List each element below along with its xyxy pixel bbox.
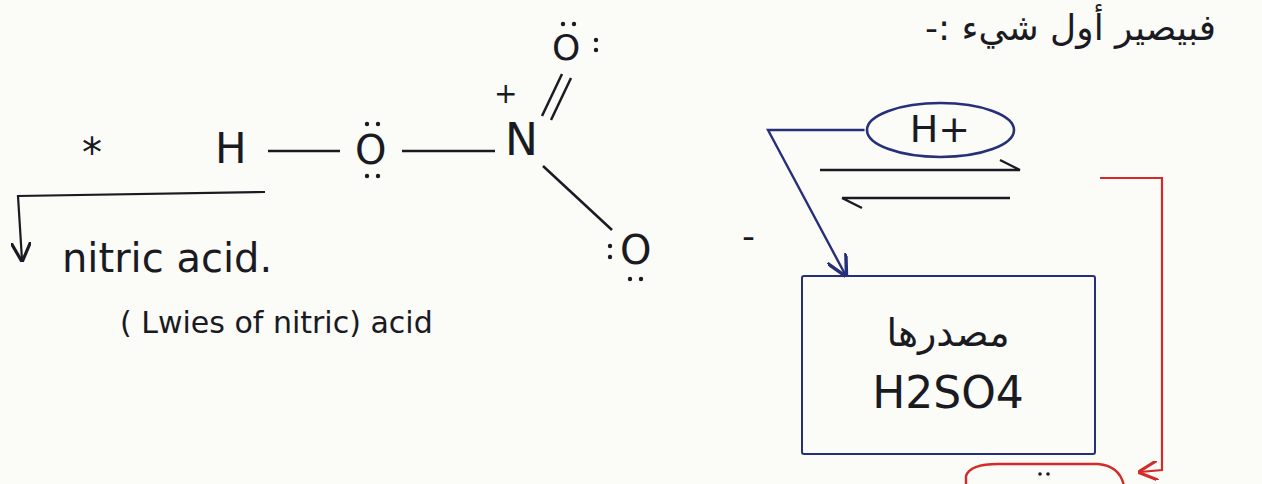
red-circle: [966, 464, 1124, 484]
formal-charge: -: [742, 218, 755, 254]
ellipse-outline: [867, 103, 1014, 157]
node-text: H+: [910, 109, 970, 151]
formal-charge: +: [494, 80, 517, 108]
arabic-note: فبيصير أول شيء :-: [925, 10, 1216, 46]
compound-note: ( Lwies of nitric) acid: [120, 300, 433, 345]
double-bond: [542, 74, 562, 116]
atom-symbol: O: [620, 230, 651, 270]
source-box: مصدرها H2SO4: [801, 275, 1096, 455]
red-pointer: [1100, 178, 1162, 472]
atom-symbol: O: [552, 30, 580, 66]
atom-symbol: N: [505, 118, 538, 162]
equilibrium-forward: [820, 160, 1020, 170]
single-bond: [268, 150, 340, 153]
circled-ion: H+: [865, 101, 1016, 159]
atom-symbol: O: [355, 130, 386, 170]
node-text: مصدرها: [886, 313, 1009, 355]
cut-off-dots: [1038, 472, 1050, 476]
double-bond: [551, 78, 571, 120]
equilibrium-back: [842, 198, 1010, 208]
node-text: H2SO4: [872, 369, 1024, 417]
lone-pair-dots: [365, 22, 643, 281]
single-bond: [402, 150, 495, 153]
pointer-arrow: [768, 130, 865, 275]
asterisk: *: [82, 133, 102, 173]
single-bond: [543, 166, 612, 230]
compound-name: nitric acid.: [62, 238, 272, 278]
atom-symbol: H: [215, 128, 247, 170]
